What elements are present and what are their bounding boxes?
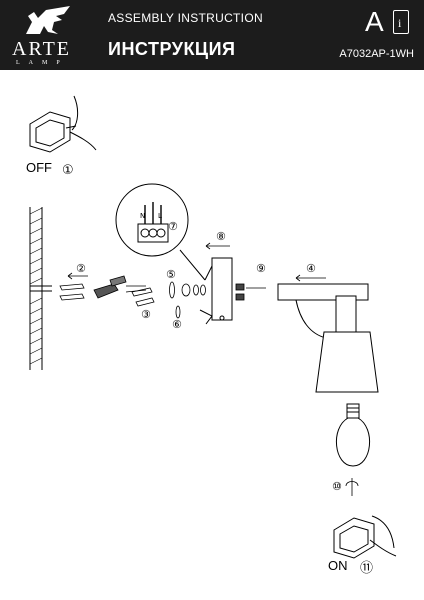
model-code: A7032AP-1WH — [339, 48, 414, 60]
lamp-arm — [277, 283, 369, 339]
griffin-logo-icon — [26, 6, 70, 34]
step-number-3: ③ — [141, 308, 151, 321]
connector-icon — [235, 283, 266, 301]
step-number-9: ⑨ — [256, 262, 266, 275]
light-bulb-icon — [335, 403, 371, 467]
brand-subtitle: LAMP — [16, 60, 69, 66]
terminal-l-label: L — [158, 212, 162, 220]
section-letter: A — [365, 6, 384, 37]
info-badge-icon: i — [393, 10, 409, 34]
arrow-icon — [205, 242, 230, 250]
power-switch-off-icon — [29, 95, 97, 153]
screw-icon — [131, 287, 155, 307]
step-number-6: ⑥ — [172, 318, 182, 331]
title-english: ASSEMBLY INSTRUCTION — [108, 11, 263, 25]
off-step-number: ① — [62, 163, 74, 178]
step-number-2: ② — [76, 262, 86, 275]
step-number-4: ④ — [306, 262, 316, 275]
wall-plug-icon — [59, 272, 88, 301]
wall-section — [29, 207, 52, 370]
power-switch-on-icon — [333, 515, 397, 559]
canopy-plate — [199, 257, 233, 325]
arrow-icon — [295, 274, 326, 282]
rotate-icon — [345, 478, 359, 496]
wall-hatching — [29, 207, 43, 365]
step-number-7: ⑦ — [168, 220, 178, 233]
title-russian: ИНСТРУКЦИЯ — [108, 39, 236, 59]
mounting-bracket-icon — [93, 275, 147, 299]
terminal-block-detail — [115, 183, 215, 281]
terminal-n-label: N — [140, 212, 145, 220]
assembly-diagram: ① ② ③ ⑤ — [29, 95, 397, 576]
step-number-8: ⑧ — [216, 230, 226, 243]
off-label: OFF — [26, 160, 52, 175]
lamp-shade — [315, 331, 379, 393]
on-label: ON — [328, 558, 348, 573]
brand-name: ARTE — [12, 38, 72, 60]
washer-icon — [169, 281, 206, 319]
svg-text:i: i — [398, 16, 402, 30]
page-header: ARTE LAMP ASSEMBLY INSTRUCTION ИНСТРУКЦИ… — [0, 0, 424, 70]
step-number-5: ⑤ — [166, 268, 176, 281]
on-step-number: ⑪ — [360, 561, 373, 576]
step-number-10: ⑩ — [332, 480, 342, 493]
